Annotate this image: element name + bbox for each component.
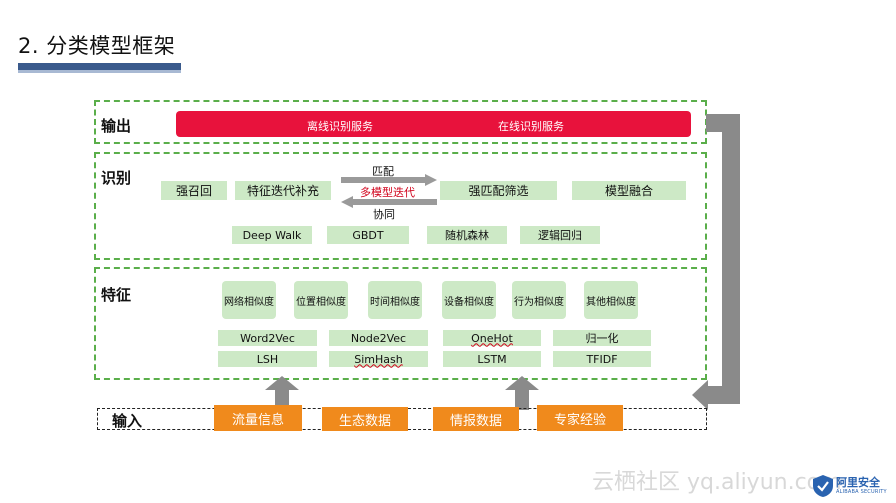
feedback-arrow-icon (692, 114, 740, 410)
method-lsh: LSH (218, 351, 317, 367)
input-ecosystem: 生态数据 (322, 407, 408, 431)
sim-behavior: 行为相似度 (512, 281, 566, 319)
title-underline (18, 63, 181, 70)
arrow-bottom-label: 协同 (373, 208, 395, 221)
output-label: 输出 (101, 117, 132, 135)
left-arrow-icon (341, 196, 437, 208)
sim-time: 时间相似度 (368, 281, 422, 319)
recognition-section (94, 152, 707, 260)
output-services-bar: 离线识别服务 在线识别服务 (176, 111, 691, 137)
algo-logistic-regression: 逻辑回归 (520, 226, 600, 244)
algo-gbdt: GBDT (327, 226, 409, 244)
shield-logo-icon (813, 475, 833, 497)
method-onehot: OneHot (443, 330, 541, 346)
input-expert: 专家经验 (537, 405, 623, 431)
method-lstm: LSTM (443, 351, 541, 367)
arrow-mid-label: 多模型迭代 (360, 186, 415, 199)
sim-network: 网络相似度 (222, 281, 276, 319)
sim-location: 位置相似度 (294, 281, 348, 319)
sim-other: 其他相似度 (584, 281, 638, 319)
logo-name: 阿里安全 (836, 476, 880, 489)
input-traffic: 流量信息 (214, 405, 302, 431)
feature-label: 特征 (101, 286, 132, 304)
title-underline-light (18, 70, 181, 73)
method-tfidf: TFIDF (553, 351, 651, 367)
algo-random-forest: 随机森林 (427, 226, 507, 244)
input-intelligence: 情报数据 (433, 407, 519, 431)
method-normalization: 归一化 (553, 330, 651, 346)
page-title: 2. 分类模型框架 (18, 34, 176, 58)
method-simhash: SimHash (329, 351, 428, 367)
model-fusion: 模型融合 (572, 181, 686, 200)
online-service: 在线识别服务 (498, 120, 564, 133)
feature-iteration: 特征迭代补充 (235, 181, 331, 200)
strong-recall: 强召回 (161, 181, 227, 200)
up-arrow-icon-left (265, 376, 299, 410)
arrow-top-label: 匹配 (372, 165, 394, 178)
sim-device: 设备相似度 (442, 281, 496, 319)
strong-match-filter: 强匹配筛选 (440, 181, 557, 200)
offline-service: 离线识别服务 (307, 120, 373, 133)
feature-section (94, 267, 707, 380)
algo-deepwalk: Deep Walk (232, 226, 312, 244)
recognition-label: 识别 (101, 169, 132, 187)
up-arrow-icon-right (505, 376, 539, 410)
logo-subtitle: ALIBABA SECURITY (836, 489, 887, 495)
watermark: 云栖社区 yq.aliyun.com (592, 470, 842, 495)
method-word2vec: Word2Vec (218, 330, 317, 346)
method-node2vec: Node2Vec (329, 330, 428, 346)
right-arrow-icon (341, 174, 437, 186)
input-label: 输入 (112, 412, 143, 430)
